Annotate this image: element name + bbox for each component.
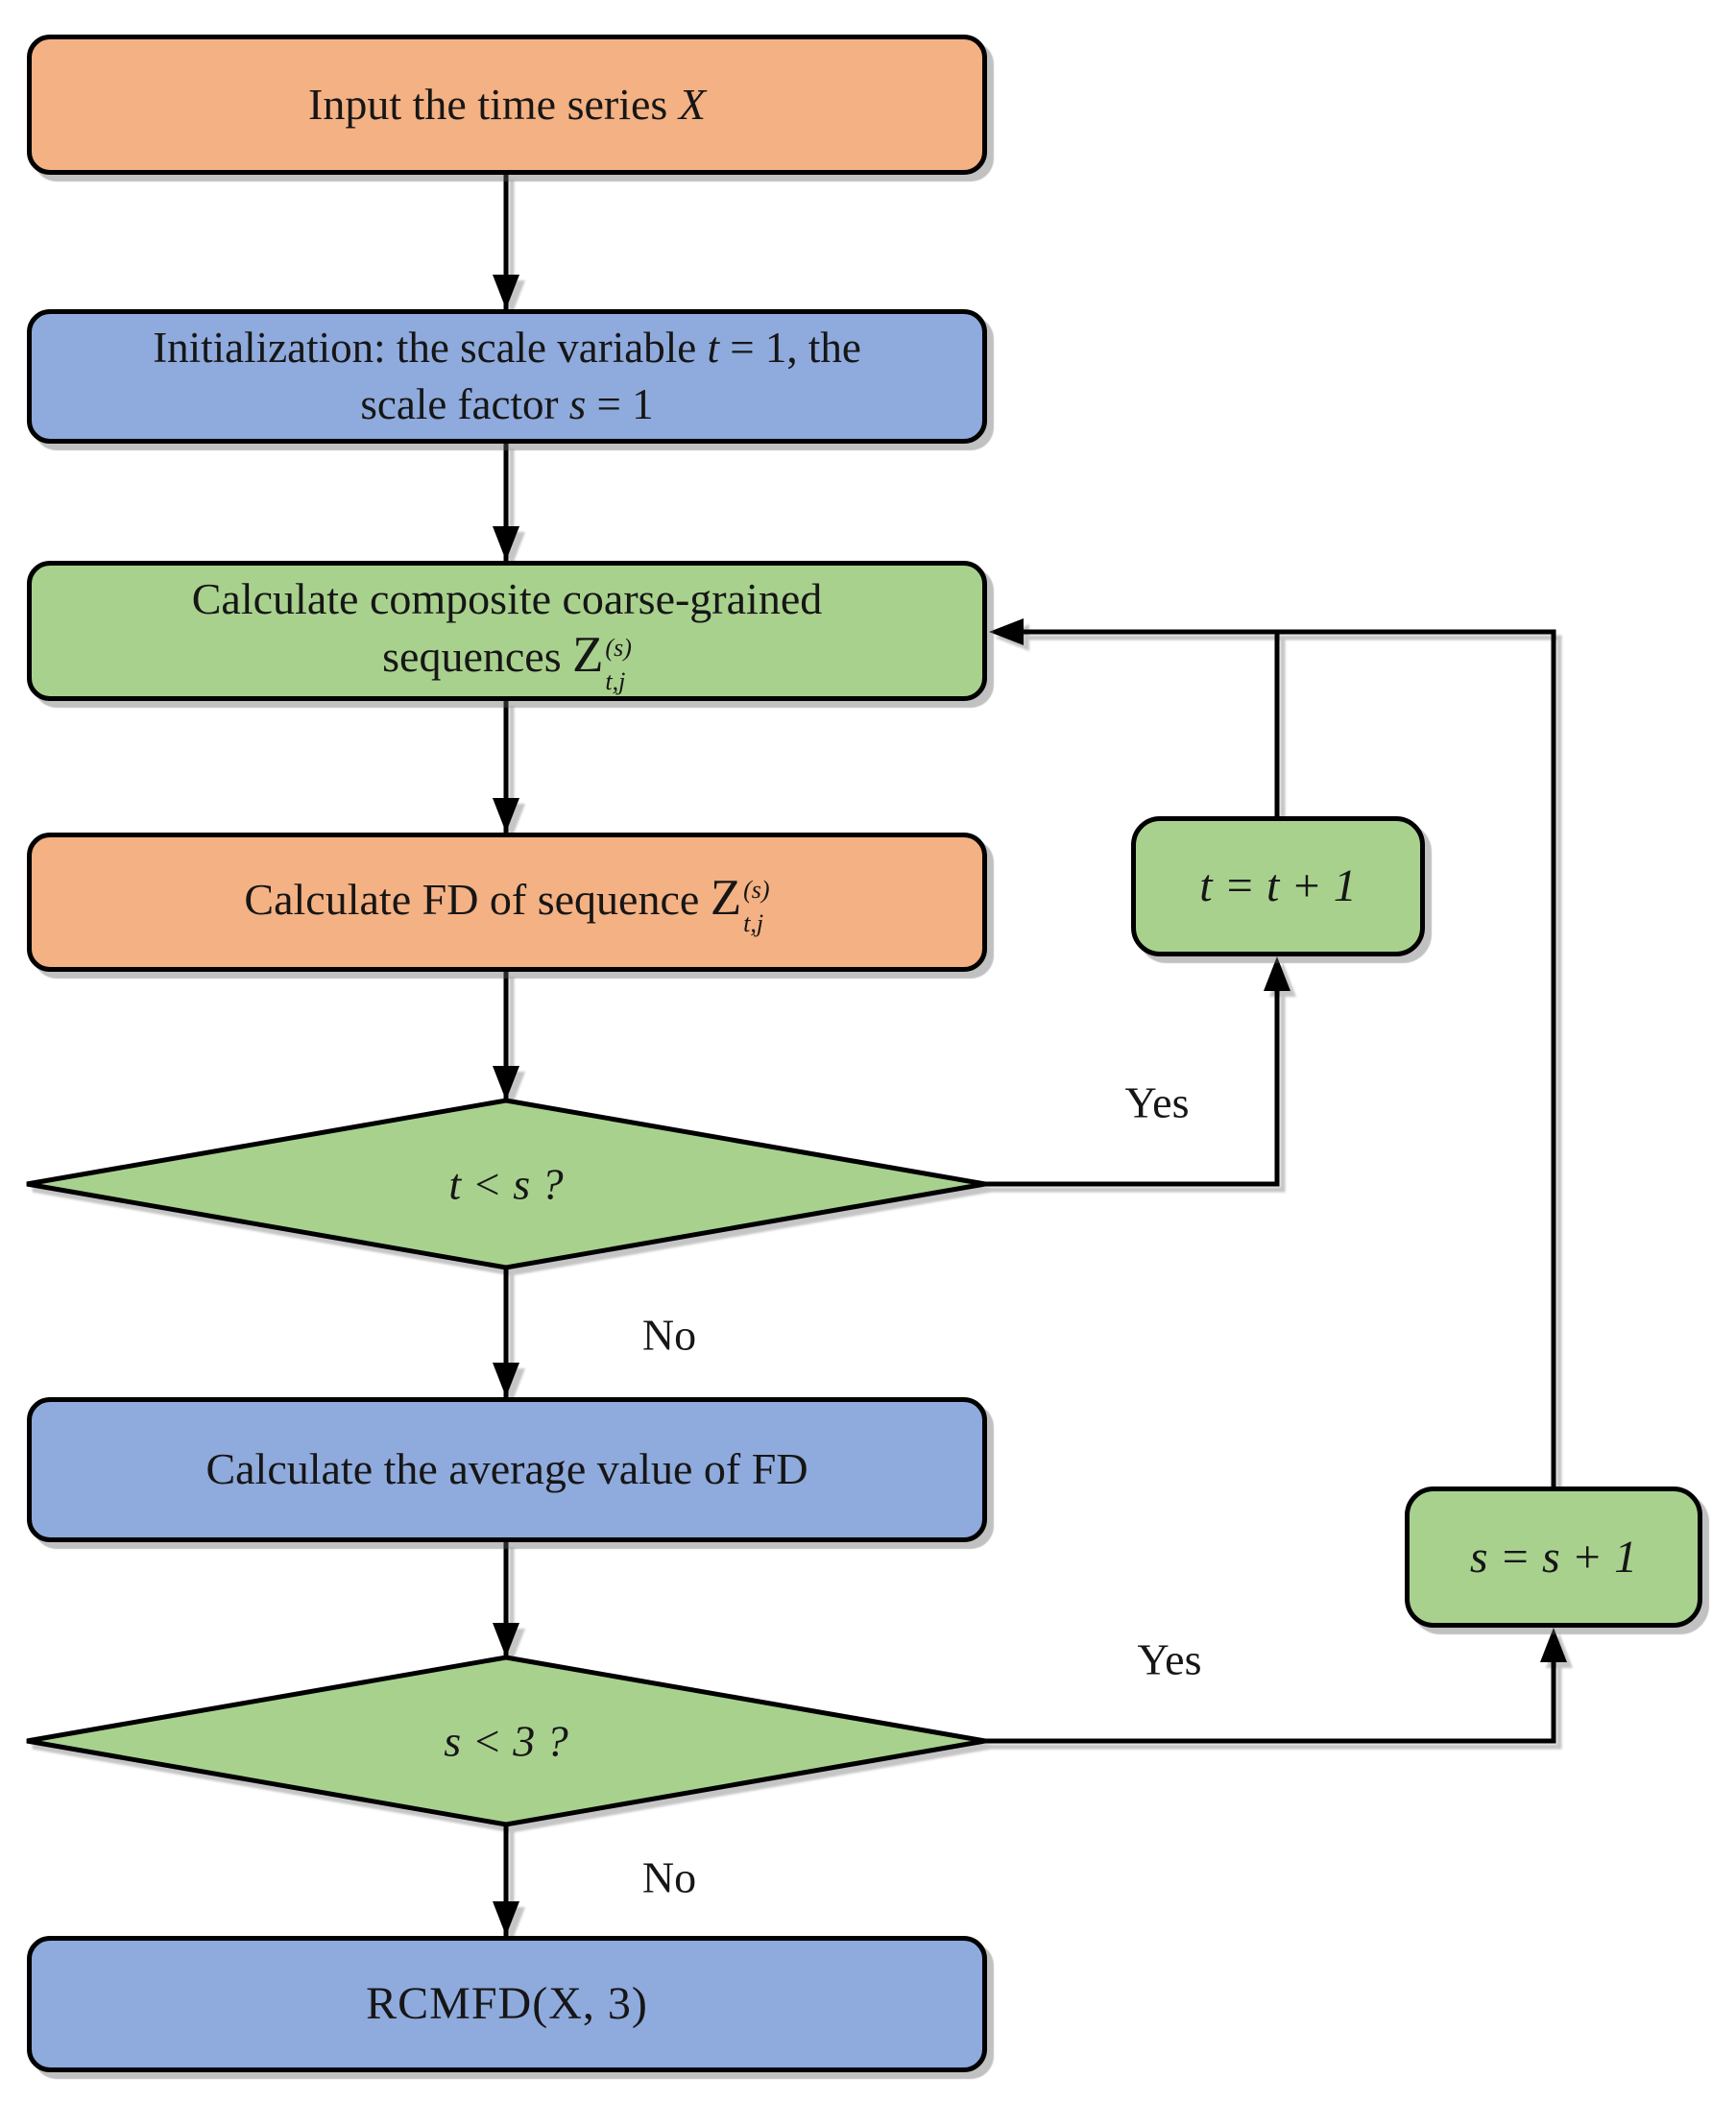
node-result-text: RCMFD(X, 3) — [366, 1978, 648, 2030]
decision-s-text: s < 3 ? — [444, 1716, 568, 1766]
symbol-scripts: (s)t,j — [743, 875, 770, 938]
node-init: Initialization: the scale variable t = 1… — [27, 309, 987, 444]
node-input-text: Input the time series X — [308, 76, 706, 134]
symbol-Z: Z — [710, 869, 742, 926]
arrowhead-down-icon — [493, 275, 519, 309]
arrowhead-down-icon — [493, 526, 519, 561]
node-input-prefix: Input the time series — [308, 79, 679, 129]
node-input: Input the time series X — [27, 35, 987, 175]
node-result: RCMFD(X, 3) — [27, 1936, 987, 2072]
node-coarse-line1: Calculate composite coarse-grained — [191, 573, 823, 623]
label-yes-s: Yes — [1137, 1634, 1202, 1684]
symbol-scripts: (s)t,j — [605, 633, 632, 695]
arrowhead-down-icon — [493, 1066, 519, 1100]
symbol-Z: Z — [572, 627, 604, 684]
label-no-t: No — [641, 1310, 697, 1360]
node-increment-s: s = s + 1 — [1405, 1487, 1702, 1628]
arrowhead-down-icon — [493, 1623, 519, 1657]
node-init-line2: scale factor s = 1 — [360, 380, 654, 428]
label-no-s: No — [641, 1852, 697, 1902]
diamond-t-less-s — [26, 1098, 986, 1270]
node-average-fd-text: Calculate the average value of FD — [205, 1444, 808, 1494]
arrowhead-left-icon — [989, 618, 1024, 645]
node-coarse-line2: sequences Z(s)t,j — [382, 627, 632, 695]
diamond-s-less-3 — [26, 1655, 986, 1827]
node-average-fd: Calculate the average value of FD — [27, 1397, 987, 1542]
decision-t-text: t < s ? — [448, 1159, 564, 1209]
arrowhead-up-icon — [1540, 1628, 1567, 1662]
node-calc-fd-text: Calculate FD of sequence Z(s)t,j — [244, 869, 770, 938]
loop-back-to-coarse — [995, 629, 1556, 1487]
arrow-decision-t-yes — [985, 962, 1280, 1187]
arrowhead-down-icon — [493, 1901, 519, 1936]
node-init-line1: Initialization: the scale variable t = 1… — [153, 323, 861, 372]
arrowhead-down-icon — [493, 1363, 519, 1397]
node-increment-s-text: s = s + 1 — [1469, 1531, 1638, 1583]
node-input-var: X — [678, 79, 706, 129]
node-increment-t-text: t = t + 1 — [1199, 860, 1357, 912]
flow-lines — [503, 175, 1556, 1936]
node-coarse-grained: Calculate composite coarse-grained seque… — [27, 561, 987, 701]
arrow-decision-s-yes — [985, 1633, 1556, 1744]
arrowhead-down-icon — [493, 798, 519, 833]
node-calc-fd: Calculate FD of sequence Z(s)t,j — [27, 833, 987, 972]
arrowheads — [493, 275, 1567, 1936]
node-increment-t: t = t + 1 — [1131, 816, 1425, 956]
arrowhead-up-icon — [1264, 956, 1290, 991]
label-yes-t: Yes — [1124, 1077, 1190, 1127]
